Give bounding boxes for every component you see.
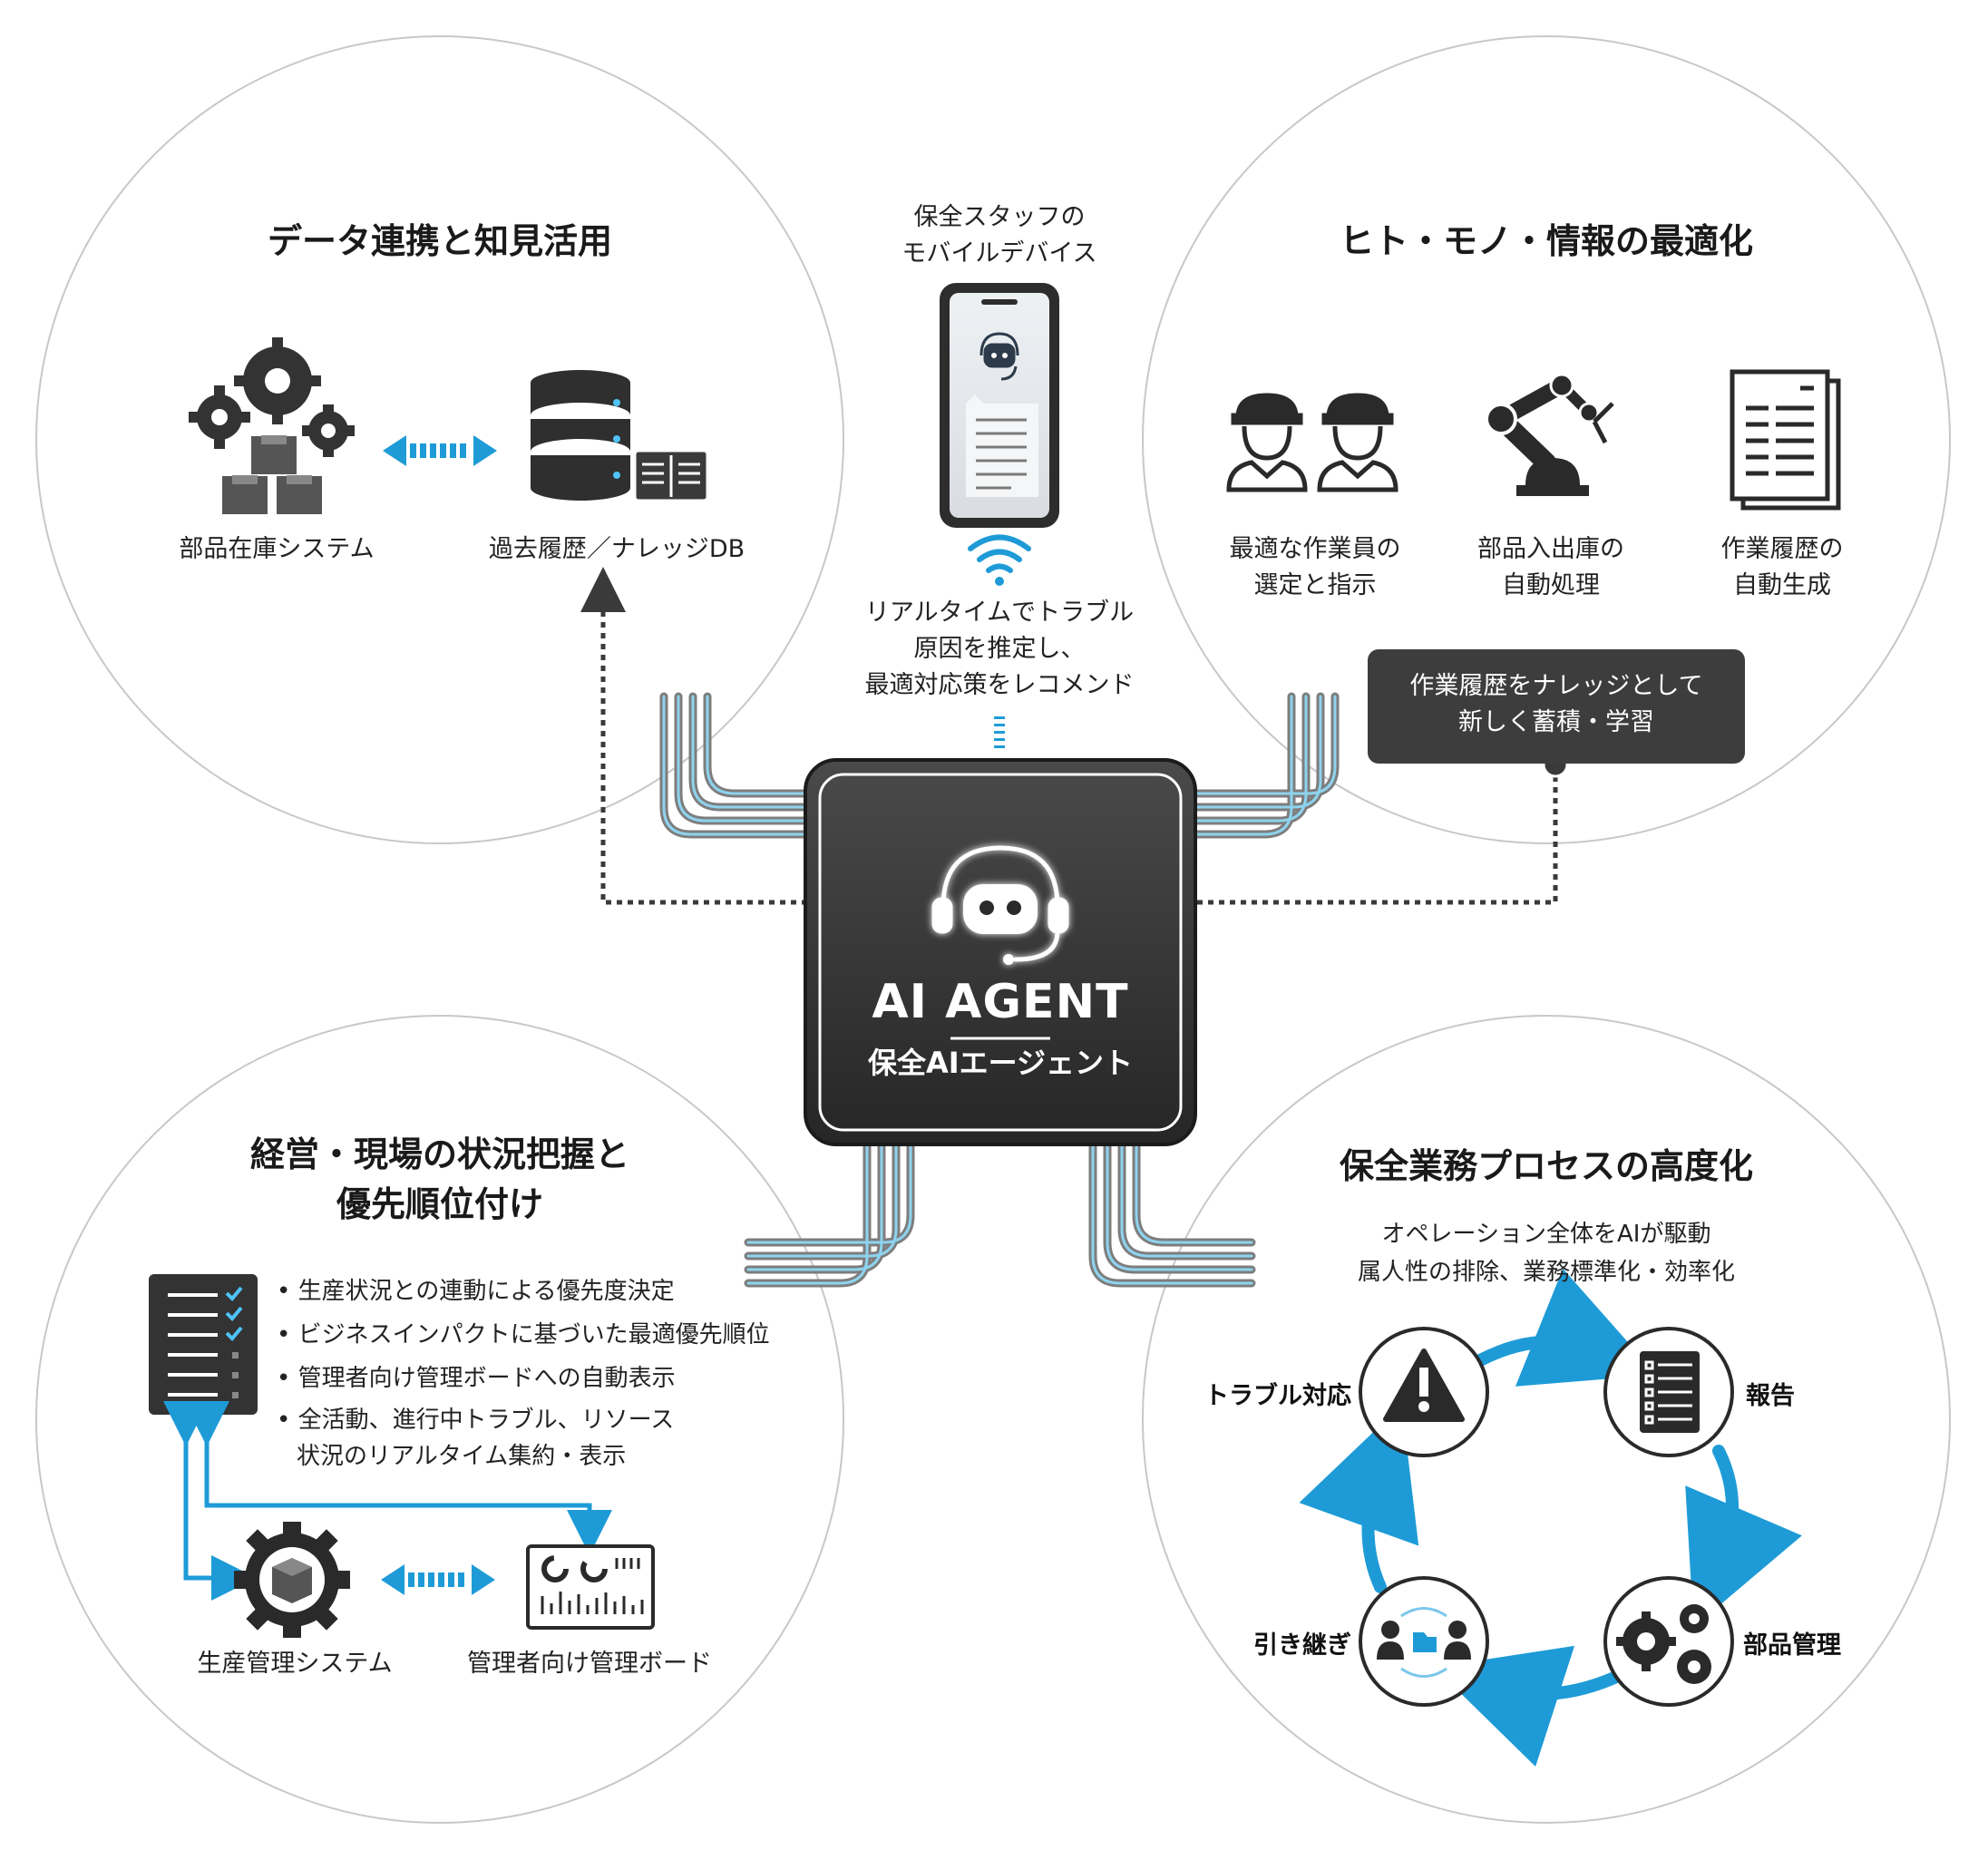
robot-label-1: 部品入出庫の [1477, 535, 1624, 563]
robot-arm-icon [1485, 373, 1614, 496]
cycle-label-handover: 引き継ぎ [1253, 1631, 1351, 1660]
bullet-text: 全活動、進行中トラブル、リソース [297, 1407, 675, 1434]
double-arrow-top [383, 435, 497, 466]
circuit-traces [659, 692, 1340, 1288]
gears-boxes-icon [189, 337, 355, 516]
checklist-icon [149, 1274, 258, 1415]
cycle-label-report: 報告 [1746, 1382, 1795, 1410]
bottom-left-title-2: 優先順位付け [336, 1184, 543, 1224]
mobile-desc-2: 原因を推定し、 [913, 635, 1086, 663]
doc-label-2: 自動生成 [1733, 571, 1831, 599]
robot-headset-icon [931, 845, 1069, 965]
bullet-item: • 全活動、進行中トラブル、リソース [277, 1407, 675, 1434]
wifi-icon [968, 534, 1031, 586]
cycle-node-handover [1359, 1576, 1489, 1707]
mobile-caption-2: モバイルデバイス [901, 239, 1097, 268]
manager-board-label: 管理者向け管理ボード [467, 1650, 712, 1678]
doc-label-1: 作業履歴の [1720, 535, 1844, 563]
bottom-right-desc-2: 属人性の排除、業務標準化・効率化 [1357, 1259, 1735, 1286]
top-right-title: ヒト・モノ・情報の最適化 [1339, 221, 1753, 261]
bullet-continuation: 状況のリアルタイム集約・表示 [297, 1443, 627, 1470]
bottom-left-title-1: 経営・現場の状況把握と [249, 1134, 629, 1174]
bottom-left-bullets: • 生産状況との連動による優先度決定 • ビジネスインパクトに基づいた最適優先順… [277, 1270, 770, 1473]
mobile-caption-1: 保全スタッフの [913, 203, 1086, 231]
bullet-item: • 管理者向け管理ボードへの自動表示 [277, 1365, 676, 1392]
top-left-title: データ連携と知見活用 [267, 221, 612, 261]
cycle-node-parts [1603, 1576, 1734, 1707]
production-system-label: 生産管理システム [197, 1650, 393, 1678]
double-arrow-bottom [381, 1564, 495, 1595]
cycle-node-trouble [1359, 1327, 1489, 1457]
cycle-label-parts: 部品管理 [1743, 1631, 1841, 1660]
mobile-desc-1: リアルタイムでトラブル [864, 599, 1135, 627]
bottom-right-desc-1: オペレーション全体をAIが駆動 [1381, 1221, 1711, 1248]
bullet-item: • ビジネスインパクトに基づいた最適優先順位 [277, 1321, 770, 1349]
bottom-right-title: 保全業務プロセスの高度化 [1339, 1146, 1753, 1186]
note-line-2: 新しく蓄積・学習 [1458, 708, 1654, 736]
bullet-item: • 生産状況との連動による優先度決定 [277, 1278, 675, 1305]
inventory-system-label: 部品在庫システム [179, 535, 375, 563]
robot-label-2: 自動処理 [1502, 571, 1600, 599]
agent-subtitle: 保全AIエージェント [867, 1046, 1134, 1080]
cycle-node-report [1603, 1327, 1734, 1457]
agent-title: AI AGENT [872, 975, 1129, 1029]
note-line-1: 作業履歴をナレッジとして [1409, 672, 1703, 700]
circle-top-left [35, 35, 844, 844]
cycle-arrows [1299, 1268, 1802, 1767]
production-gear-icon [234, 1522, 350, 1638]
cycle-label-trouble: トラブル対応 [1204, 1382, 1351, 1410]
knowledge-db-label: 過去履歴／ナレッジDB [488, 535, 746, 563]
workers-label-2: 選定と指示 [1253, 571, 1377, 599]
database-book-icon [531, 370, 709, 502]
bullet-text: 管理者向け管理ボードへの自動表示 [297, 1365, 676, 1392]
mobile-device [940, 283, 1059, 528]
ai-agent-chip [804, 758, 1197, 1146]
bullet-text: 生産状況との連動による優先度決定 [297, 1278, 675, 1305]
dotted-connectors [580, 567, 1558, 905]
knowledge-note-box: 作業履歴をナレッジとして 新しく蓄積・学習 [1368, 649, 1745, 764]
workers-label-1: 最適な作業員の [1229, 535, 1401, 563]
mobile-desc-3: 最適対応策をレコメンド [864, 671, 1135, 699]
circle-bottom-right [1142, 1015, 1951, 1824]
circle-top-right [1142, 35, 1951, 844]
workers-icon [1226, 393, 1398, 492]
bullet-text: ビジネスインパクトに基づいた最適優先順位 [297, 1321, 770, 1349]
document-icon [1730, 369, 1841, 511]
blue-connector-arrows [163, 1401, 612, 1601]
dashboard-icon [526, 1544, 655, 1630]
